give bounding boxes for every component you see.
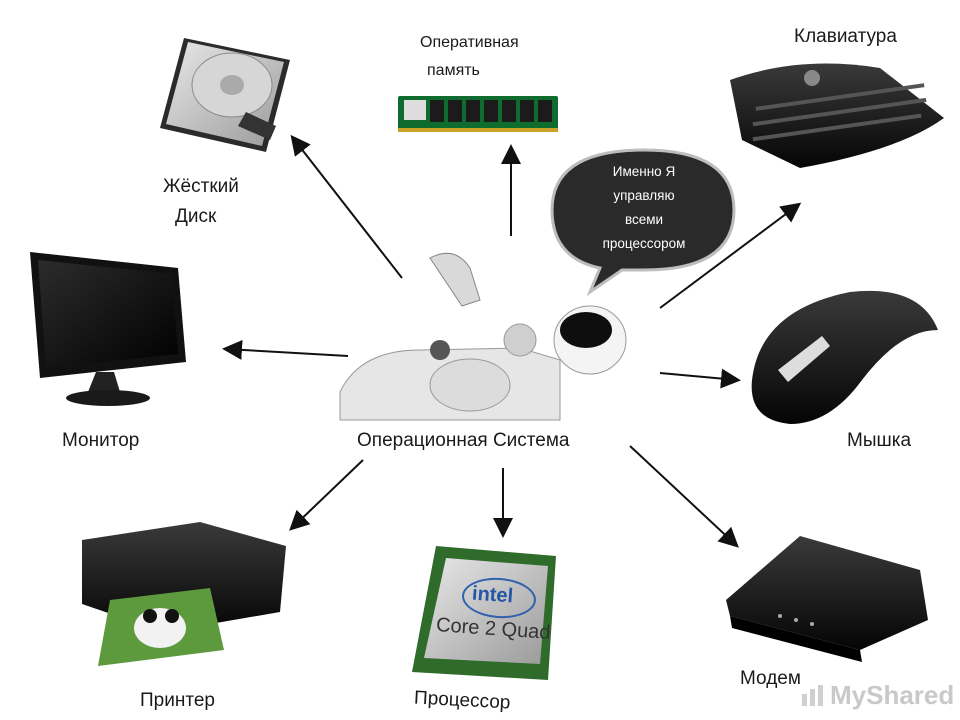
bubble-line: процессором xyxy=(602,236,686,251)
speech-bubble-text: Именно Я управляю всеми процессором xyxy=(568,160,720,256)
mouse-label: Мышка xyxy=(847,430,912,451)
arrow-to-modem xyxy=(629,445,739,548)
mouse-icon xyxy=(751,290,938,424)
arrow-to-keyboard xyxy=(659,202,802,309)
monitor-icon xyxy=(30,252,186,406)
hdd-label-line2: Диск xyxy=(175,206,217,227)
modem-icon xyxy=(726,536,928,662)
arrow-to-mouse xyxy=(659,368,741,389)
intel-logo-text: intel xyxy=(471,582,514,608)
hdd-label-line1: Жёсткий xyxy=(163,176,239,197)
connection-arrows xyxy=(222,134,802,548)
cpu-chip-icon xyxy=(412,546,556,680)
watermark-text: MyShared xyxy=(830,680,955,710)
bubble-line: управляю xyxy=(613,188,675,203)
ram-label-line2: память xyxy=(427,62,480,79)
center-label: Операционная Система xyxy=(357,430,570,451)
printer-label: Принтер xyxy=(140,690,215,711)
robot-icon xyxy=(339,252,627,421)
modem-label: Модем xyxy=(740,668,801,689)
keyboard-label: Клавиатура xyxy=(794,26,897,47)
bubble-line: Именно Я xyxy=(612,164,676,179)
ram-module-icon xyxy=(398,96,558,132)
printer-icon xyxy=(82,522,286,666)
keyboard-icon xyxy=(730,63,944,169)
arrow-to-hdd xyxy=(290,134,403,279)
ram-label-line1: Оперативная xyxy=(420,34,519,51)
bubble-line: всеми xyxy=(624,212,664,227)
watermark-logo-icon xyxy=(802,685,823,706)
monitor-label: Монитор xyxy=(62,430,140,451)
hard-disk-icon xyxy=(160,38,290,152)
arrow-to-monitor xyxy=(222,339,349,360)
speech-bubble-icon xyxy=(550,148,736,297)
arrow-to-printer xyxy=(289,459,364,531)
